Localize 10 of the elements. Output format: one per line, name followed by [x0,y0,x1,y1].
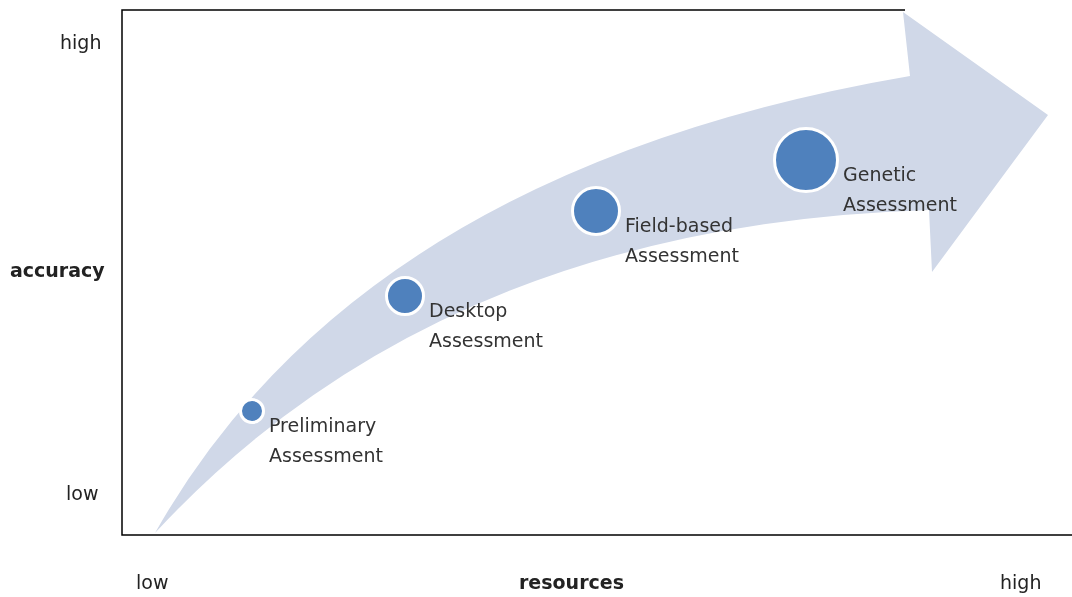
stage-label: Field-based Assessment [625,213,740,268]
axis-label: low [66,481,99,505]
stage-label: Genetic Assessment [843,162,958,217]
axis-label: resources [519,570,624,594]
axis-label: high [60,30,102,54]
axis-label: low [136,570,169,594]
stage-label: Preliminary Assessment [269,413,384,468]
axis-label: high [1000,570,1042,594]
stage-label: Desktop Assessment [429,298,544,353]
axis-label: accuracy [10,258,105,282]
